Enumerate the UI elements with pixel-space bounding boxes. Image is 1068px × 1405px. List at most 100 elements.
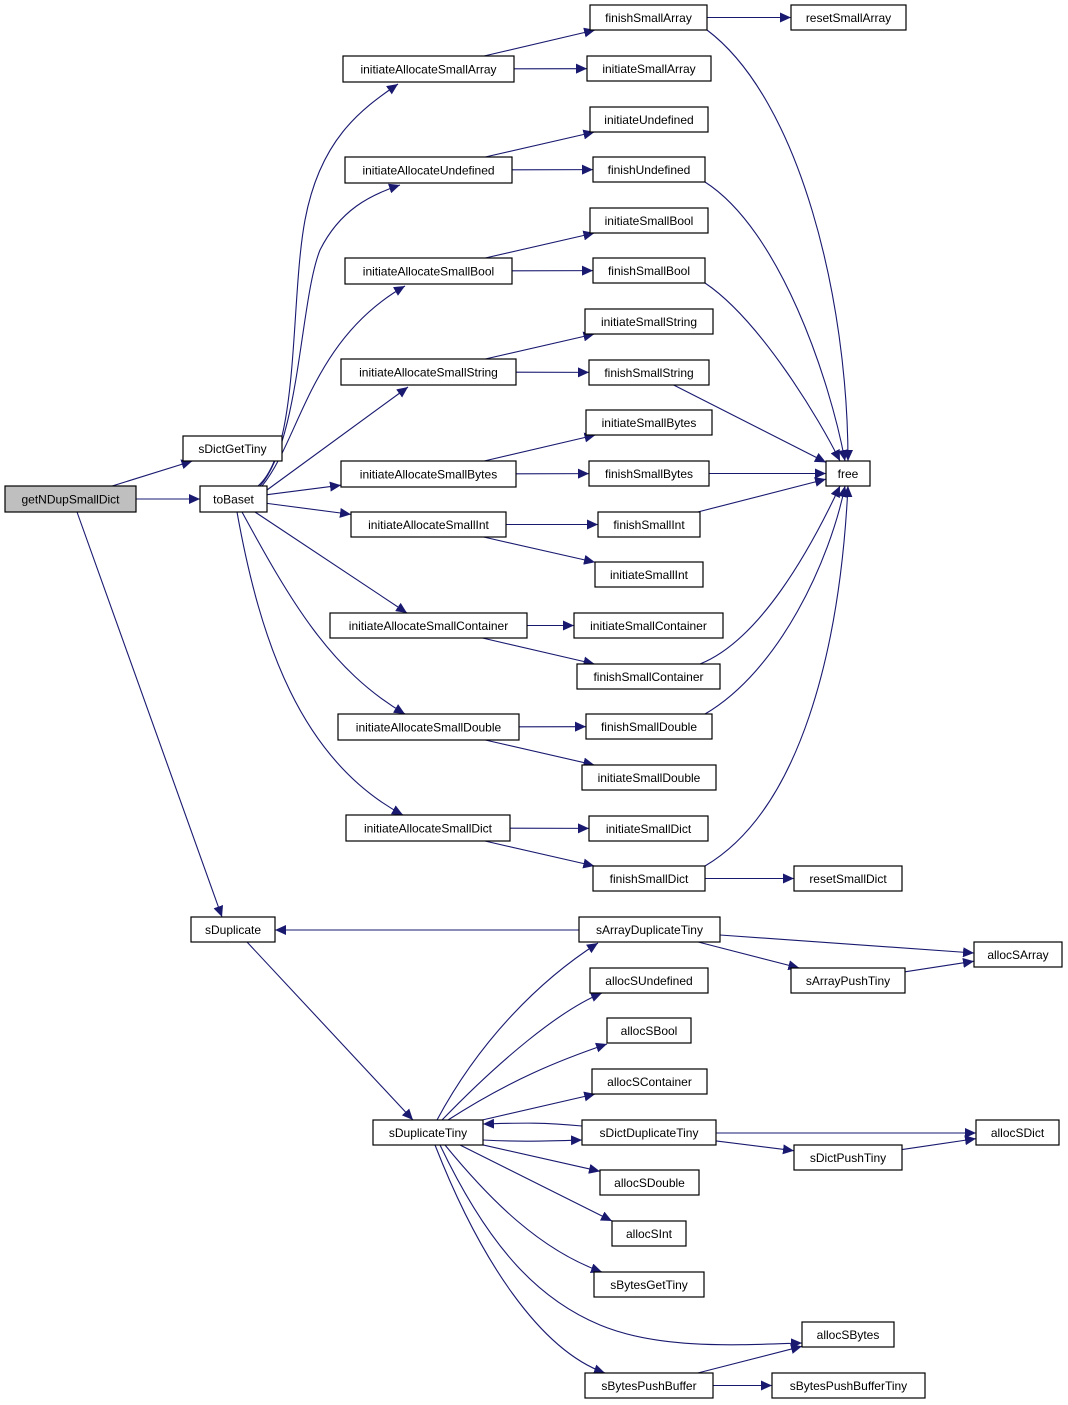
node-initiateSmallString[interactable]: initiateSmallString xyxy=(584,308,714,335)
node-allocSBool[interactable]: allocSBool xyxy=(606,1017,692,1044)
edge-toBaset-to-initiateAllocateUndefined xyxy=(259,183,401,487)
node-label: initiateAllocateSmallBool xyxy=(363,265,494,279)
node-box xyxy=(592,865,706,892)
node-box xyxy=(588,815,709,842)
edge-initiateAllocateSmallDict-to-finishSmallDict xyxy=(484,840,595,869)
node-allocSArray[interactable]: allocSArray xyxy=(973,941,1063,968)
node-initiateAllocateSmallInt[interactable]: initiateAllocateSmallInt xyxy=(350,511,507,538)
node-box xyxy=(584,308,714,335)
node-initiateAllocateSmallString[interactable]: initiateAllocateSmallString xyxy=(340,358,517,386)
node-allocSBytes[interactable]: allocSBytes xyxy=(801,1321,895,1348)
node-initiateSmallDict[interactable]: initiateSmallDict xyxy=(588,815,709,842)
node-sBytesPushBuffer[interactable]: sBytesPushBuffer xyxy=(584,1372,714,1399)
node-sDuplicateTiny[interactable]: sDuplicateTiny xyxy=(372,1119,484,1146)
node-box xyxy=(793,1144,903,1171)
edge-toBaset-to-initiateAllocateSmallDouble xyxy=(241,511,406,715)
node-finishSmallString[interactable]: finishSmallString xyxy=(588,359,710,386)
node-label: finishUndefined xyxy=(608,163,691,177)
node-label: allocSDict xyxy=(991,1126,1045,1140)
node-allocSUndefined[interactable]: allocSUndefined xyxy=(589,967,709,994)
node-label: toBaset xyxy=(213,493,254,507)
node-initiateSmallContainer[interactable]: initiateSmallContainer xyxy=(573,612,724,639)
node-label: initiateSmallDouble xyxy=(598,771,701,785)
node-label: finishSmallBytes xyxy=(605,467,693,481)
node-label: allocSBytes xyxy=(817,1328,880,1342)
edge-sDictPushTiny-to-allocSDict xyxy=(901,1135,977,1151)
node-box xyxy=(199,485,268,513)
node-sDictPushTiny[interactable]: sDictPushTiny xyxy=(793,1144,903,1171)
node-label: initiateSmallArray xyxy=(602,62,695,76)
edge-sDuplicateTiny-to-sBytesPushBuffer xyxy=(434,1144,606,1375)
node-finishSmallDict[interactable]: finishSmallDict xyxy=(592,865,706,892)
node-toBaset[interactable]: toBaset xyxy=(199,485,268,513)
node-initiateAllocateSmallArray[interactable]: initiateAllocateSmallArray xyxy=(342,55,515,83)
edge-sDuplicateTiny-to-allocSBool xyxy=(447,1042,608,1121)
node-label: initiateAllocateSmallDict xyxy=(364,822,493,836)
node-allocSDouble[interactable]: allocSDouble xyxy=(599,1169,700,1196)
node-label: initiateAllocateSmallArray xyxy=(360,63,496,77)
node-box xyxy=(592,156,706,183)
edge-sDuplicateTiny-to-allocSInt xyxy=(459,1144,613,1222)
node-box xyxy=(573,612,724,639)
node-label: sBytesPushBuffer xyxy=(601,1379,696,1393)
node-finishSmallBool[interactable]: finishSmallBool xyxy=(592,257,706,284)
node-initiateAllocateSmallDouble[interactable]: initiateAllocateSmallDouble xyxy=(337,713,520,741)
node-sArrayDuplicateTiny[interactable]: sArrayDuplicateTiny xyxy=(578,916,721,943)
node-initiateSmallBool[interactable]: initiateSmallBool xyxy=(589,207,709,234)
node-initiateAllocateSmallDict[interactable]: initiateAllocateSmallDict xyxy=(345,814,511,842)
node-label: sArrayPushTiny xyxy=(806,974,890,988)
edge-initiateAllocateUndefined-to-initiateUndefined xyxy=(485,129,595,158)
node-label: free xyxy=(838,467,859,481)
node-label: allocSInt xyxy=(626,1227,673,1241)
node-resetSmallDict[interactable]: resetSmallDict xyxy=(793,865,903,892)
node-initiateSmallInt[interactable]: initiateSmallInt xyxy=(594,561,704,588)
edge-sDuplicateTiny-to-sBytesGetTiny xyxy=(444,1144,603,1274)
node-initiateSmallDouble[interactable]: initiateSmallDouble xyxy=(581,764,717,791)
node-initiateAllocateSmallBytes[interactable]: initiateAllocateSmallBytes xyxy=(340,460,517,488)
node-box xyxy=(591,1068,708,1095)
node-finishSmallDouble[interactable]: finishSmallDouble xyxy=(585,713,713,740)
node-finishSmallArray[interactable]: finishSmallArray xyxy=(589,4,708,31)
node-free[interactable]: free xyxy=(825,460,871,487)
node-sDictGetTiny[interactable]: sDictGetTiny xyxy=(182,435,283,462)
node-sDuplicate[interactable]: sDuplicate xyxy=(190,916,276,943)
node-initiateSmallBytes[interactable]: initiateSmallBytes xyxy=(585,409,713,436)
node-label: sDictGetTiny xyxy=(198,442,266,456)
edge-sDictDuplicateTiny-to-sDuplicateTiny xyxy=(482,1118,583,1129)
node-allocSDict[interactable]: allocSDict xyxy=(975,1119,1060,1146)
edge-toBaset-to-initiateAllocateSmallBool xyxy=(261,285,406,487)
node-initiateAllocateSmallBool[interactable]: initiateAllocateSmallBool xyxy=(344,257,513,285)
node-sBytesGetTiny[interactable]: sBytesGetTiny xyxy=(593,1271,705,1298)
node-sDictDuplicateTiny[interactable]: sDictDuplicateTiny xyxy=(581,1119,717,1146)
edge-sArrayDuplicateTiny-to-sArrayPushTiny xyxy=(698,941,800,971)
node-box xyxy=(606,1017,692,1044)
node-initiateAllocateSmallContainer[interactable]: initiateAllocateSmallContainer xyxy=(329,612,528,639)
node-allocSInt[interactable]: allocSInt xyxy=(611,1220,687,1247)
node-box xyxy=(585,713,713,740)
node-box xyxy=(589,207,709,234)
node-finishSmallBytes[interactable]: finishSmallBytes xyxy=(588,460,710,487)
edge-initiateAllocateSmallInt-to-initiateSmallInt xyxy=(483,536,596,565)
node-box xyxy=(594,561,704,588)
node-box xyxy=(581,1119,717,1146)
edge-finishSmallContainer-to-free xyxy=(699,485,841,665)
node-label: sBytesPushBufferTiny xyxy=(790,1379,907,1393)
node-initiateSmallArray[interactable]: initiateSmallArray xyxy=(586,55,712,82)
node-box xyxy=(344,156,513,184)
node-finishUndefined[interactable]: finishUndefined xyxy=(592,156,706,183)
node-label: finishSmallDict xyxy=(610,872,689,886)
node-resetSmallArray[interactable]: resetSmallArray xyxy=(790,4,907,31)
node-finishSmallContainer[interactable]: finishSmallContainer xyxy=(576,663,721,690)
node-sArrayPushTiny[interactable]: sArrayPushTiny xyxy=(790,967,906,994)
node-finishSmallInt[interactable]: finishSmallInt xyxy=(597,511,701,538)
node-box xyxy=(340,460,517,488)
node-box xyxy=(793,865,903,892)
node-getNDupSmallDict[interactable]: getNDupSmallDict xyxy=(4,485,137,513)
node-label: sDictPushTiny xyxy=(810,1151,886,1165)
node-initiateAllocateUndefined[interactable]: initiateAllocateUndefined xyxy=(344,156,513,184)
node-allocSContainer[interactable]: allocSContainer xyxy=(591,1068,708,1095)
node-label: initiateAllocateSmallContainer xyxy=(349,619,508,633)
node-initiateUndefined[interactable]: initiateUndefined xyxy=(589,106,709,133)
node-sBytesPushBufferTiny[interactable]: sBytesPushBufferTiny xyxy=(771,1372,926,1399)
